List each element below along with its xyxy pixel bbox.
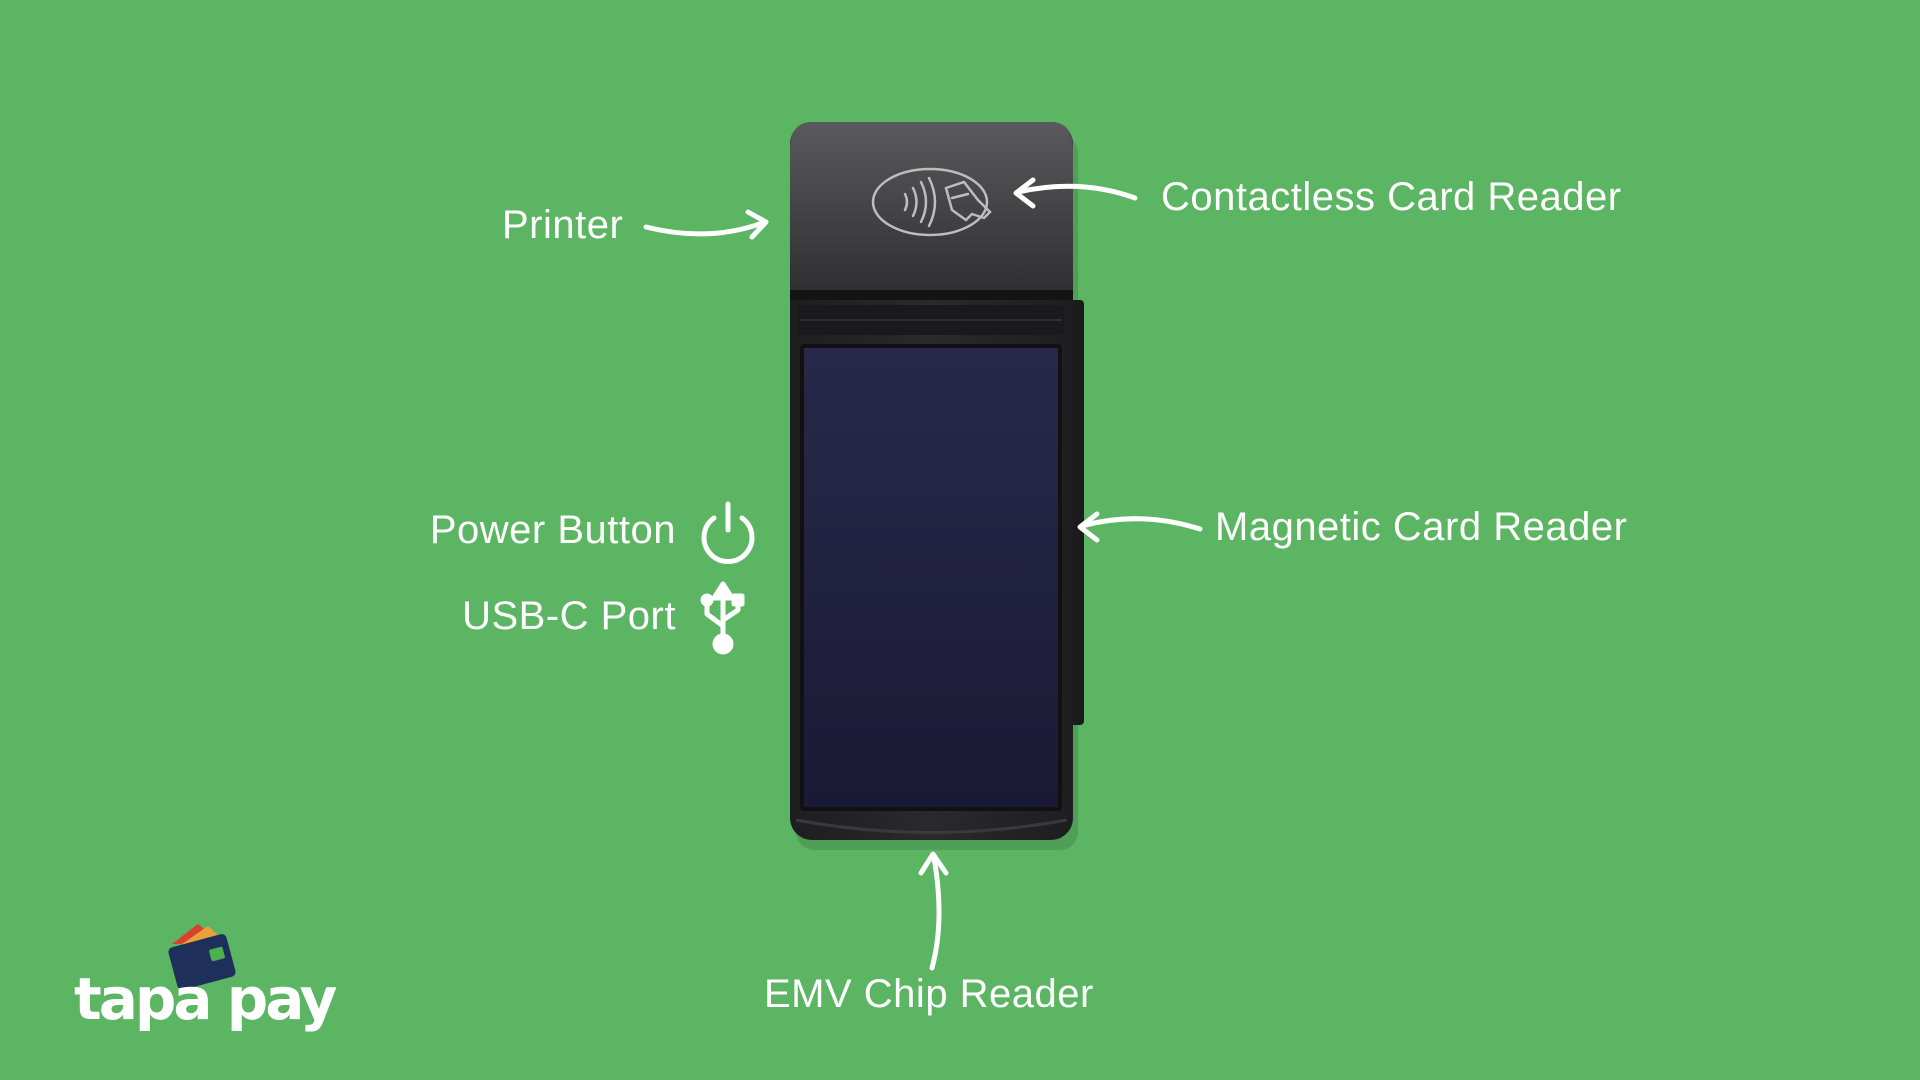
magnetic-arrow [1082,519,1200,529]
printer-label: Printer [502,205,623,245]
power-icon [704,504,752,561]
power-button-label: Power Button [430,510,676,550]
printer-arrow [646,222,765,234]
emv-arrow [932,858,939,968]
brand-logo-text: tapa pay [74,970,334,1028]
contactless-card-reader-label: Contactless Card Reader [1161,177,1622,217]
usb-icon [703,584,742,652]
magnetic-card-reader-label: Magnetic Card Reader [1215,507,1627,547]
emv-chip-reader-label: EMV Chip Reader [764,974,1094,1014]
usb-c-port-label: USB-C Port [462,596,676,636]
contactless-arrow [1018,186,1135,198]
